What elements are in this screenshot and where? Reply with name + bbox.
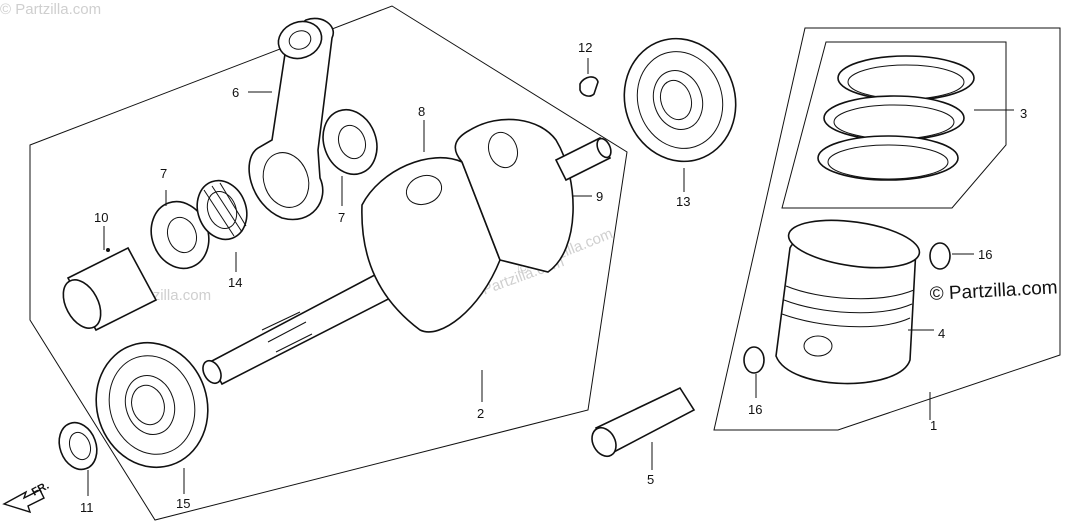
callout-7: 7 [160,166,167,181]
callout-9: 9 [596,189,603,204]
callout-13: 13 [676,194,690,209]
callout-8: 8 [418,104,425,119]
ball-bearing-right-part [623,37,737,163]
callout-11: 11 [80,500,94,515]
callout-3: 3 [1020,106,1027,121]
crankshaft-part [202,118,612,386]
watermark: © Partzilla.com [0,1,101,18]
crank-pin-part [62,246,158,332]
partzilla-label: © Partzilla.com [929,277,1058,305]
crankshaft-assembly-outline [29,5,628,521]
piston-ring-set-outline [781,41,1007,209]
front-direction-label: FR. [30,480,51,499]
callout-7: 7 [338,210,345,225]
piston-part [775,219,921,385]
piston-assembly-outline [713,27,1061,431]
callout-15: 15 [176,496,190,511]
thrust-washer-right-part [322,108,378,176]
oil-seal-part [58,421,98,471]
piston-ring-set-part [817,55,975,181]
callout-1: 1 [930,418,937,433]
leader-lines [87,58,1014,496]
piston-pin-clip-part [929,242,951,270]
ball-bearing-left-part [95,341,209,469]
piston-pin-clip-part [743,346,765,374]
callout-12: 12 [578,40,592,55]
callout-16: 16 [748,402,762,417]
callout-16: 16 [978,247,992,262]
callout-2: 2 [477,406,484,421]
piston-pin-part [591,386,696,458]
woodruff-key-part [579,76,599,97]
front-direction-arrow: FR. [2,480,51,514]
needle-bearing-part [196,179,248,241]
callout-14: 14 [228,275,242,290]
connecting-rod-part [248,17,335,221]
callout-4: 4 [938,326,945,341]
callout-6: 6 [232,85,239,100]
callout-5: 5 [647,472,654,487]
callout-10: 10 [94,210,108,225]
